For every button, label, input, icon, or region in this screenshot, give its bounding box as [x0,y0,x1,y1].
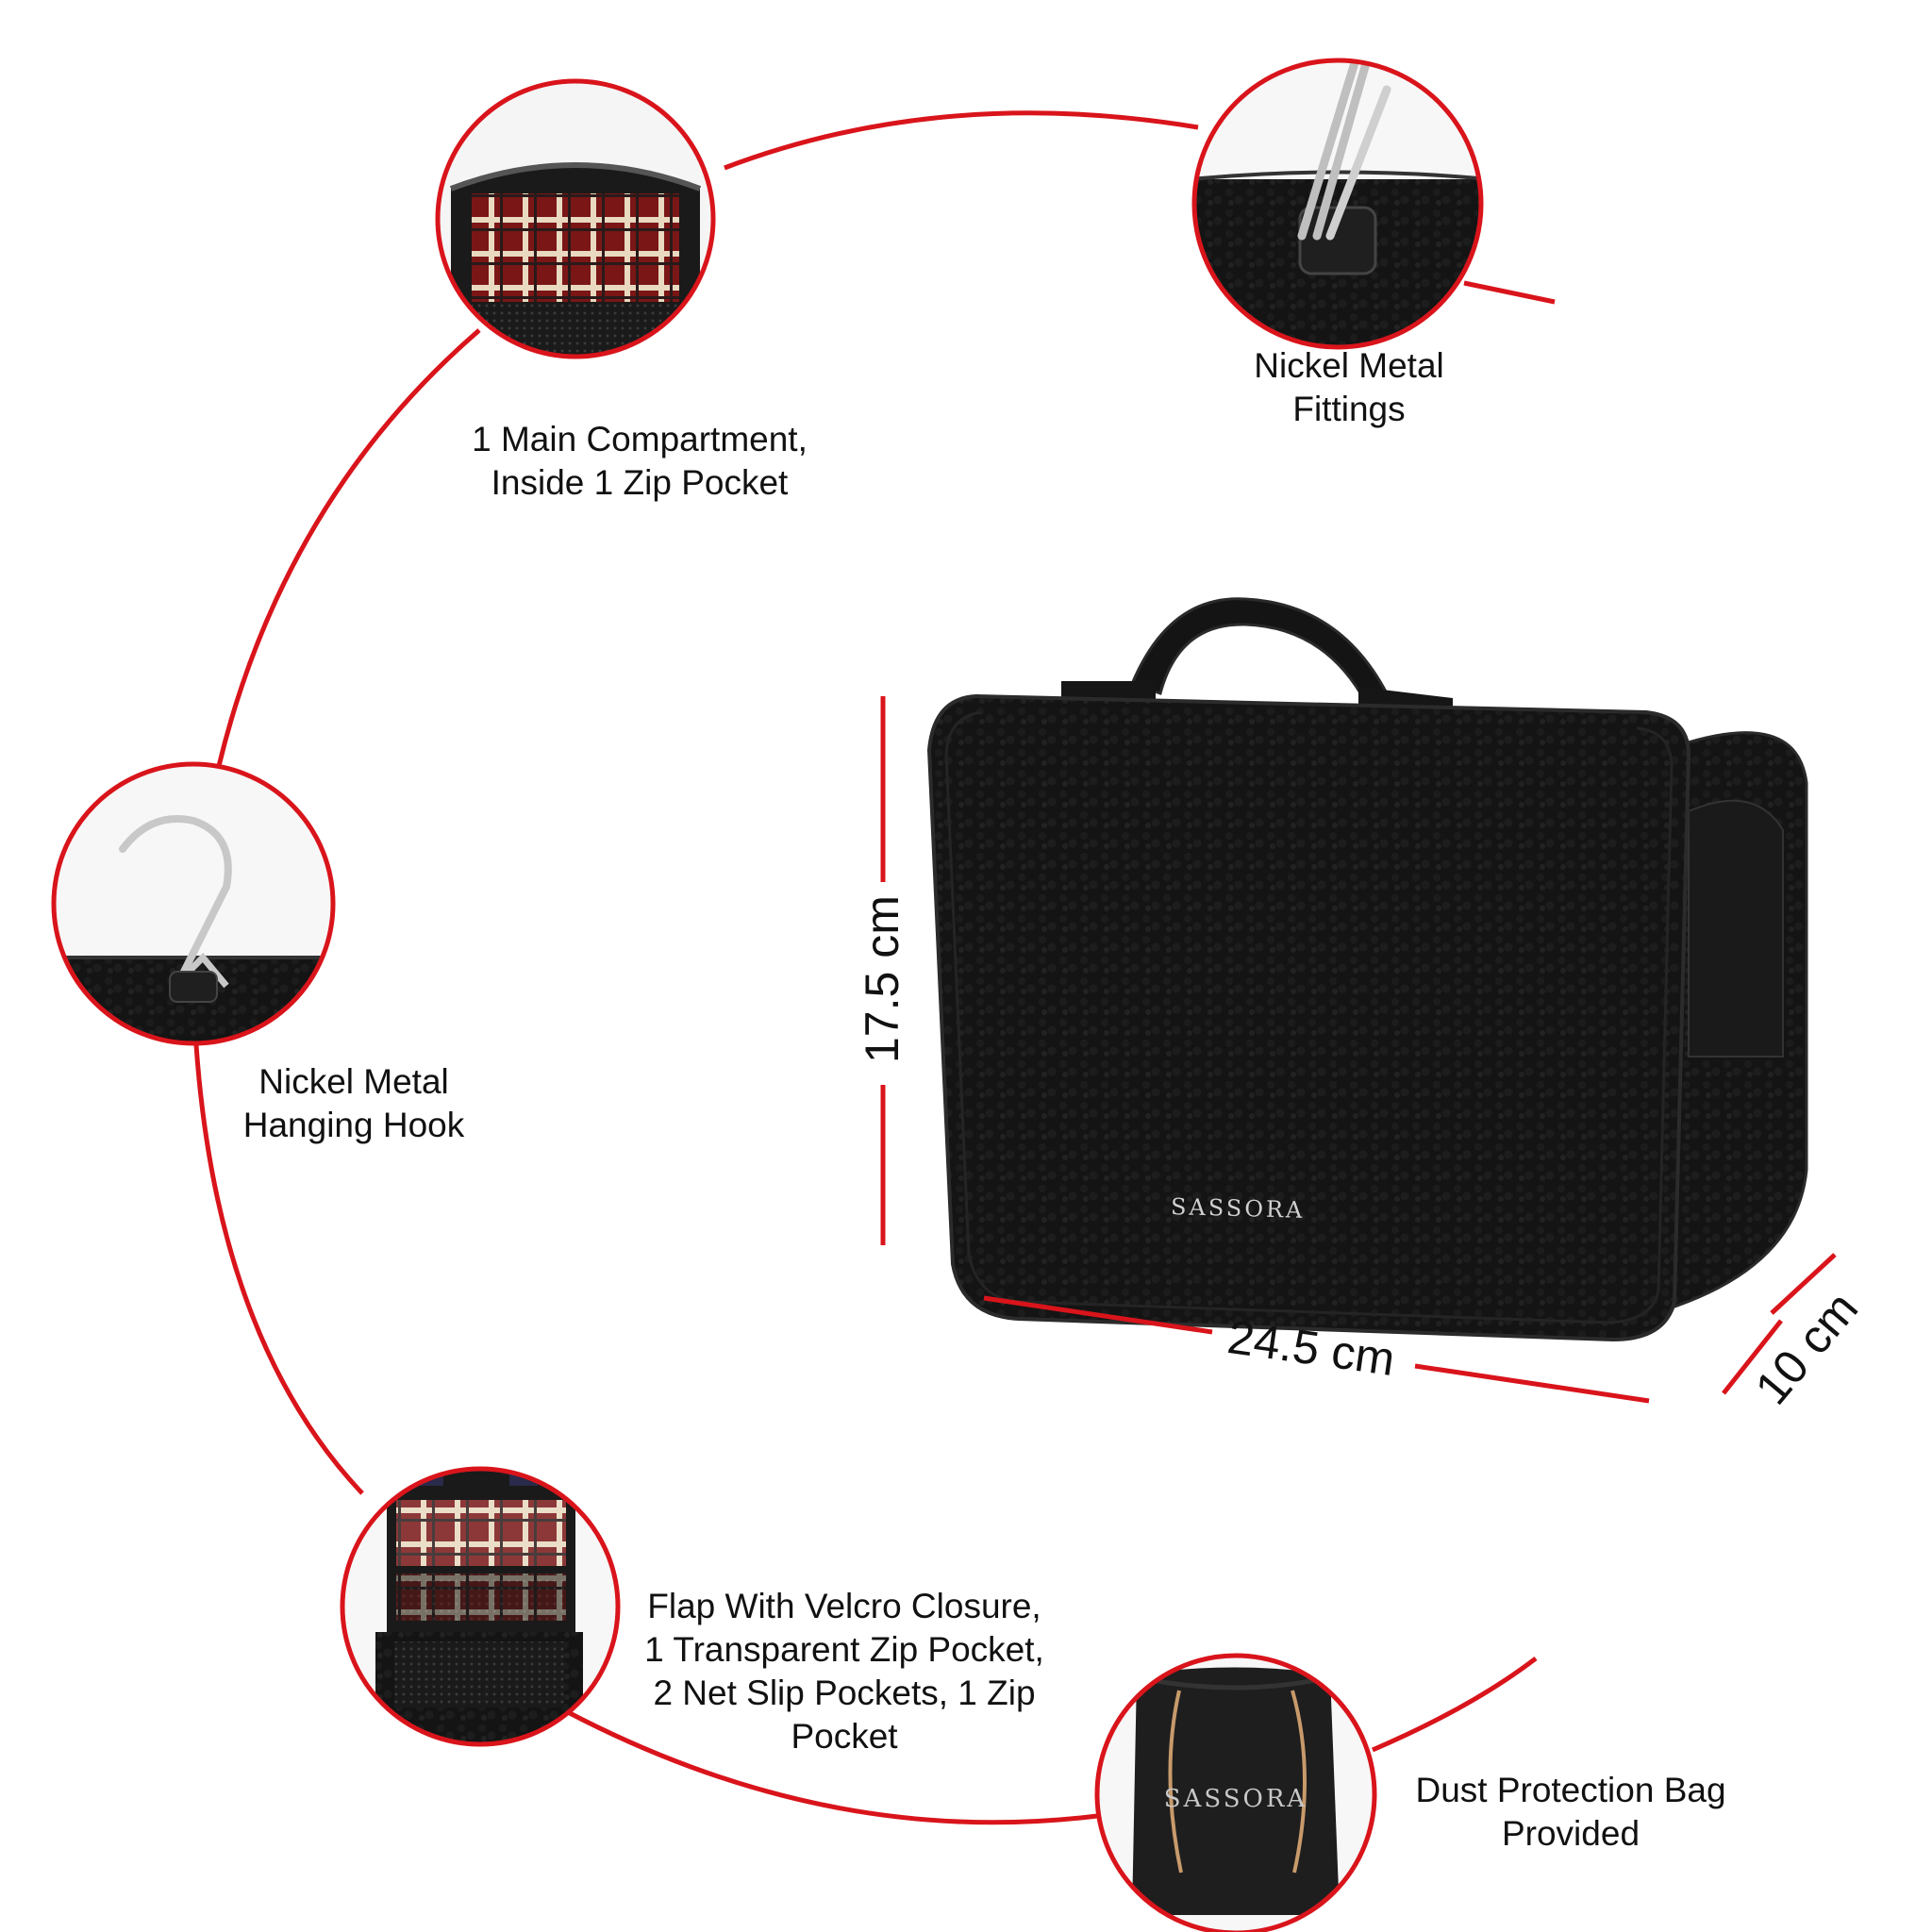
caption-line: Flap With Velcro Closure, [647,1587,1041,1625]
caption-line: 2 Net Slip Pockets, 1 Zip [653,1674,1036,1712]
arc-dust-tail [1372,1657,1538,1753]
caption-line: Inside 1 Zip Pocket [491,463,789,502]
dust-bag-logo: SASSORA [1164,1785,1307,1813]
connector-lines [193,110,1556,1825]
hook-photo [51,761,336,1046]
caption-line: Nickel Metal [258,1062,449,1101]
bag-handle [1129,597,1390,705]
depth-line-top [1770,1253,1837,1315]
bag-logo: SASSORA [1171,1193,1306,1224]
caption-nickel-fittings: Nickel Metal Fittings [1198,344,1500,431]
fittings-photo [1191,58,1484,350]
depth-line-bottom [1722,1319,1783,1395]
caption-dust-bag: Dust Protection Bag Provided [1391,1769,1750,1856]
caption-line: Dust Protection Bag [1415,1771,1726,1809]
bag-front-panel [926,693,1691,1342]
caption-hanging-hook: Nickel Metal Hanging Hook [212,1060,495,1147]
caption-line: Nickel Metal [1254,346,1444,385]
caption-line: Fittings [1292,390,1406,428]
dimension-lines [880,696,1837,1404]
compartment-photo [435,78,716,359]
dimension-height-label: 17.5 cm [856,895,908,1063]
arc-fittings-tail [1463,280,1556,305]
width-line-right [1414,1363,1650,1404]
caption-line: 1 Transparent Zip Pocket, [644,1630,1044,1669]
arc-compartment-to-hook [216,328,481,767]
arc-flap-to-dust [566,1709,1098,1825]
arc-hook-to-flap [193,1044,364,1495]
caption-line: Provided [1501,1814,1641,1853]
dust-bag-photo: SASSORA [1094,1653,1377,1932]
main-product-bag: SASSORA [926,597,1808,1342]
caption-velcro-flap: Flap With Velcro Closure, 1 Transparent … [623,1585,1066,1758]
caption-main-compartment: 1 Main Compartment, Inside 1 Zip Pocket [441,418,838,505]
width-line-left [983,1295,1213,1335]
flap-photo [340,1466,621,1747]
caption-line: 1 Main Compartment, [472,420,808,458]
caption-line: Pocket [791,1717,898,1756]
arc-compartment-to-fittings [724,110,1199,171]
caption-line: Hanging Hook [242,1106,465,1144]
